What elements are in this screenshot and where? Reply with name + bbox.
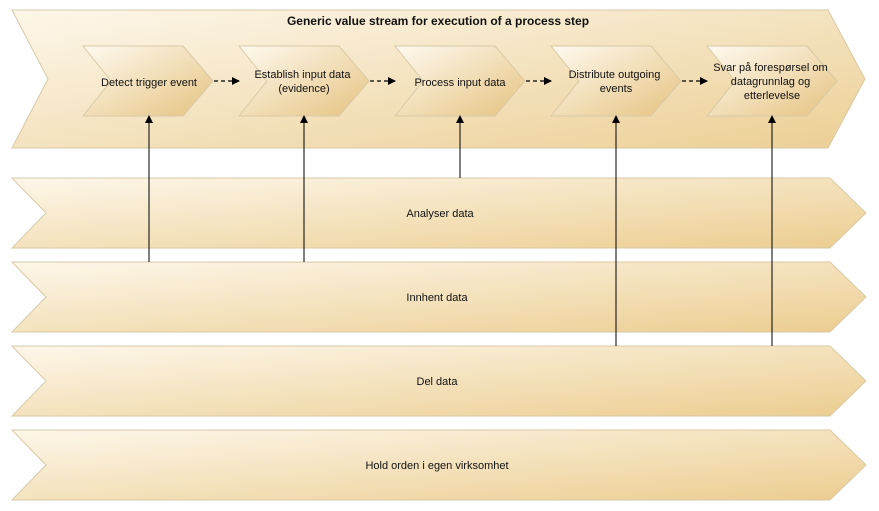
step-chevron: Process input data bbox=[393, 45, 526, 117]
value-stream-title: Generic value stream for execution of a … bbox=[287, 14, 589, 28]
step-label-detect: Detect trigger event bbox=[101, 77, 197, 89]
capability-connectors bbox=[145, 115, 776, 346]
step-label-svar: Svar på forespørsel om datagrunnlag og e… bbox=[713, 62, 830, 102]
step-label-distribute: Distribute outgoing events bbox=[569, 69, 664, 95]
step-chevron: Establish input data (evidence) bbox=[237, 45, 370, 117]
capability-label-analyser: Analyser data bbox=[406, 208, 474, 220]
capability-row: Innhent data bbox=[10, 261, 867, 333]
step-chevron: Distribute outgoing events bbox=[549, 45, 682, 117]
capability-row: Del data bbox=[10, 345, 867, 417]
capability-label-hold-orden: Hold orden i egen virksomhet bbox=[365, 460, 508, 472]
step-chevron: Svar på forespørsel om datagrunnlag og e… bbox=[705, 45, 838, 117]
capability-row: Hold orden i egen virksomhet bbox=[10, 429, 867, 501]
capability-row: Analyser data bbox=[10, 177, 867, 249]
capability-label-innhent: Innhent data bbox=[406, 292, 468, 304]
capability-label-del: Del data bbox=[417, 376, 459, 388]
step-chevron: Detect trigger event bbox=[81, 45, 214, 117]
step-label-process: Process input data bbox=[414, 77, 506, 89]
step-label-establish: Establish input data (evidence) bbox=[254, 69, 353, 95]
